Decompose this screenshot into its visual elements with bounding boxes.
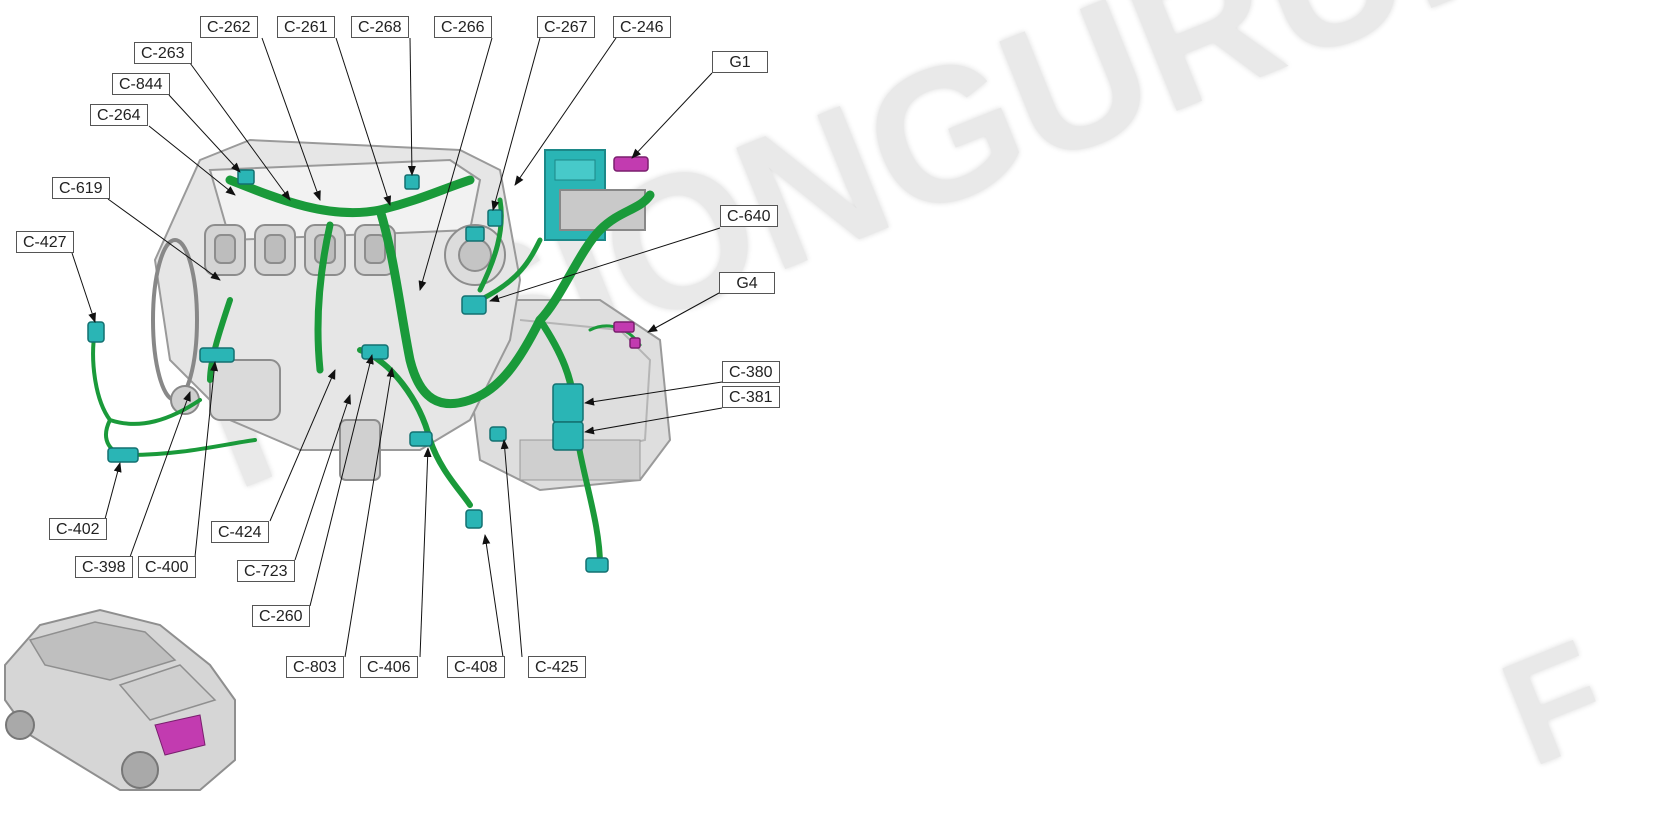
connector-c-640 bbox=[461, 295, 487, 315]
connector-c-425 bbox=[489, 426, 507, 442]
callout-c-640: C-640 bbox=[720, 205, 778, 227]
vehicle-location-thumbnail bbox=[4, 608, 236, 791]
harness-main bbox=[225, 175, 475, 218]
ground-g4 bbox=[613, 321, 635, 333]
callout-c-425: C-425 bbox=[528, 656, 586, 678]
callout-c-381: C-381 bbox=[722, 386, 780, 408]
callout-c-400: C-400 bbox=[138, 556, 196, 578]
callout-c-268: C-268 bbox=[351, 16, 409, 38]
callout-c-261: C-261 bbox=[277, 16, 335, 38]
connector-c-246 bbox=[465, 226, 485, 242]
connector-c-380 bbox=[552, 383, 584, 423]
callout-c-260: C-260 bbox=[252, 605, 310, 627]
callout-c-380: C-380 bbox=[722, 361, 780, 383]
callout-c-844: C-844 bbox=[112, 73, 170, 95]
callout-c-803: C-803 bbox=[286, 656, 344, 678]
callout-c-723: C-723 bbox=[237, 560, 295, 582]
callout-c-246: C-246 bbox=[613, 16, 671, 38]
callout-c-402: C-402 bbox=[49, 518, 107, 540]
callout-c-408: C-408 bbox=[447, 656, 505, 678]
connector-c-267 bbox=[487, 209, 503, 227]
connector-c-424 bbox=[361, 344, 389, 360]
callout-c-266: C-266 bbox=[434, 16, 492, 38]
connector-c-402 bbox=[107, 447, 139, 463]
callout-c-264: C-264 bbox=[90, 104, 148, 126]
callout-c-424: C-424 bbox=[211, 521, 269, 543]
connector-c-844 bbox=[237, 169, 255, 185]
callout-c-263: C-263 bbox=[134, 42, 192, 64]
callout-g4: G4 bbox=[719, 272, 775, 294]
connector-c-381 bbox=[552, 421, 584, 451]
connector-c-406 bbox=[409, 431, 433, 447]
connector-c-427 bbox=[87, 321, 105, 343]
callout-c-406: C-406 bbox=[360, 656, 418, 678]
callout-c-619: C-619 bbox=[52, 177, 110, 199]
callout-g1: G1 bbox=[712, 51, 768, 73]
connector-c-268 bbox=[404, 174, 420, 190]
ground-g1 bbox=[613, 156, 649, 172]
callout-c-427: C-427 bbox=[16, 231, 74, 253]
connector-c-408 bbox=[465, 509, 483, 529]
callout-c-267: C-267 bbox=[537, 16, 595, 38]
callout-c-398: C-398 bbox=[75, 556, 133, 578]
connector-c-400 bbox=[199, 347, 235, 363]
connector-end-lower bbox=[585, 557, 609, 573]
callout-c-262: C-262 bbox=[200, 16, 258, 38]
